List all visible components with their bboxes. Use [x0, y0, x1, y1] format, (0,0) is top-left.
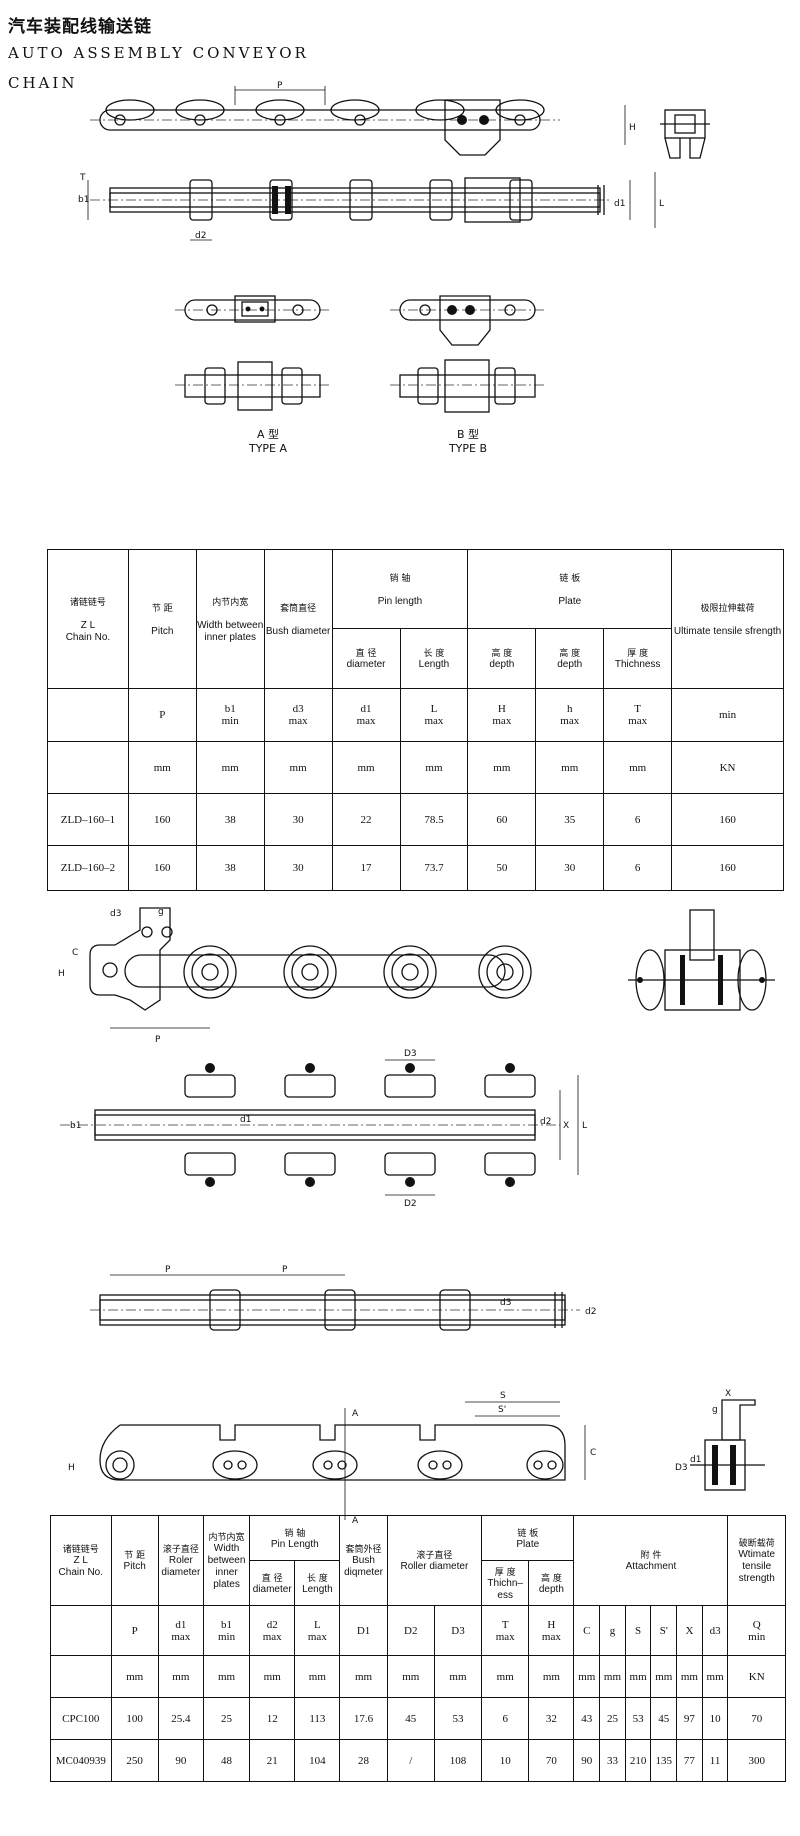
type-a-drawing [175, 295, 330, 411]
top-chain-drawings: P H d1 L b1 T d2 [78, 81, 710, 413]
roller-chain-cross-section [628, 909, 775, 1011]
label-d1-att: d1 [690, 1455, 701, 1465]
label-h-top: H [629, 123, 636, 133]
label-D3-att: D3 [675, 1463, 688, 1473]
side-view-chain: P H [90, 81, 636, 156]
page-title: 汽车装配线输送链 [8, 17, 152, 37]
cross-section-top [660, 109, 710, 159]
type-a-en: TYPE A [248, 442, 288, 455]
label-c-roller: C [72, 948, 78, 958]
type-b-caption: B 型 TYPE B [428, 428, 508, 456]
roller-chain-top-view: D3 D2 d1 d2 X L b1 [60, 1049, 587, 1209]
small-chain-plan: P P d3 d2 [90, 1265, 596, 1331]
label-g-att: g [712, 1405, 718, 1415]
label-l-roller: L [582, 1121, 587, 1131]
label-b1-top: b1 [78, 195, 89, 205]
label-pitch-roller: P [155, 1035, 161, 1045]
label-s-att: S [500, 1391, 506, 1401]
page-subtitle-line1: AUTO ASSEMBLY CONVEYOR [8, 44, 309, 62]
page-subtitle-line2: CHAIN [8, 74, 78, 92]
label-h-att: H [68, 1463, 75, 1473]
label-c-att: C [590, 1448, 596, 1458]
label-h-roller: H [58, 969, 65, 979]
label-d2-top: d2 [195, 231, 206, 241]
attachment-chain-side-view: S S' A A C H [68, 1391, 596, 1526]
label-a-top: A [352, 1409, 359, 1419]
label-d2-roller: d2 [540, 1117, 551, 1127]
label-p-plan-1: P [165, 1265, 171, 1275]
label-d1-top: d1 [614, 199, 625, 209]
attachment-cross-section: X g D3 d1 [675, 1389, 765, 1491]
label-b1-roller: b1 [70, 1121, 81, 1131]
label-x-roller: X [563, 1121, 569, 1131]
type-b-drawing [390, 295, 545, 413]
lower-chain-drawings: P d3 g C H D3 D2 d1 d2 X [58, 907, 775, 1526]
label-l-top: L [659, 199, 664, 209]
label-d3-roller: d3 [110, 909, 121, 919]
label-t-top: T [79, 173, 86, 183]
label-D3-roller: D3 [404, 1049, 417, 1059]
label-d2-plan: d2 [585, 1307, 596, 1317]
label-x-att: X [725, 1389, 731, 1399]
label-d3-plan: d3 [500, 1298, 511, 1308]
label-D2-roller: D2 [404, 1199, 417, 1209]
roller-chain-side-view: P d3 g C H [58, 907, 532, 1045]
type-b-cn: B 型 [456, 428, 480, 441]
label-pitch-top: P [277, 81, 283, 91]
type-a-caption: A 型 TYPE A [228, 428, 308, 456]
label-s-prime-att: S' [498, 1405, 506, 1415]
t1-head-chain-no: 诸链链号 Z L Chain No. [47, 549, 129, 689]
label-g-roller: g [158, 907, 164, 917]
top-view-chain: d1 L b1 T d2 [78, 172, 664, 241]
label-p-plan-2: P [282, 1265, 288, 1275]
label-d1-roller: d1 [240, 1115, 251, 1125]
type-a-cn: A 型 [256, 428, 280, 441]
type-b-en: TYPE B [448, 442, 488, 455]
